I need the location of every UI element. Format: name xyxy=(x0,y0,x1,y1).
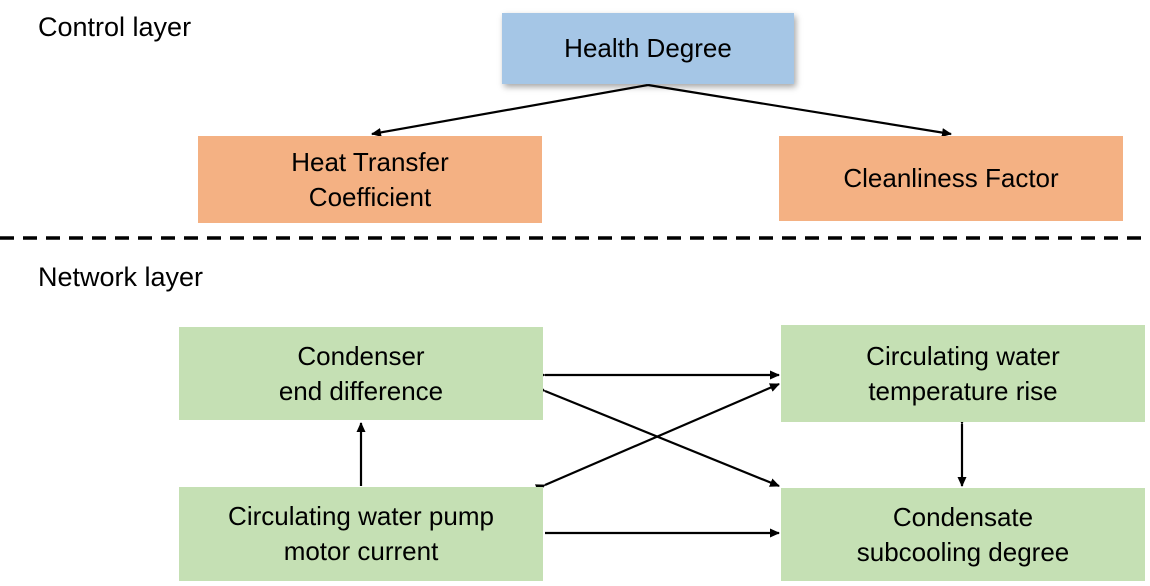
edge-health-to-cleanliness xyxy=(647,83,952,138)
cleanliness-factor-label: Cleanliness Factor xyxy=(843,163,1059,193)
cleanliness-factor-node: Cleanliness Factor xyxy=(779,136,1123,221)
health-degree-node: Health Degree xyxy=(502,13,794,84)
condensate-subcooling-degree-label: Condensate subcooling degree xyxy=(856,501,1070,567)
network-layer-label: Network layer xyxy=(38,262,204,292)
circulating-water-pump-motor-current-label: Circulating water pump motor current xyxy=(228,501,494,566)
edge-health-to-heat-transfer xyxy=(371,83,649,137)
edge-condenser-subcooling xyxy=(534,383,780,488)
condenser-end-difference-node: Condenser end difference xyxy=(179,327,543,420)
condensate-subcooling-degree-node: Condensate subcooling degree xyxy=(781,488,1145,581)
heat-transfer-coefficient-node: Heat Transfer Coefficient xyxy=(198,136,542,223)
circulating-water-temperature-rise-label: Circulating water temperature rise xyxy=(866,340,1060,406)
condenser-end-difference-label: Condenser end difference xyxy=(278,340,444,406)
circulating-water-pump-motor-current-node: Circulating water pump motor current xyxy=(179,487,543,581)
health-degree-label: Health Degree xyxy=(564,33,732,63)
edge-pump-circulating-rise xyxy=(534,382,780,493)
heat-transfer-coefficient-label: Heat Transfer Coefficient xyxy=(291,146,449,212)
circulating-water-temperature-rise-node: Circulating water temperature rise xyxy=(781,325,1145,422)
control-layer-label: Control layer xyxy=(38,12,192,42)
